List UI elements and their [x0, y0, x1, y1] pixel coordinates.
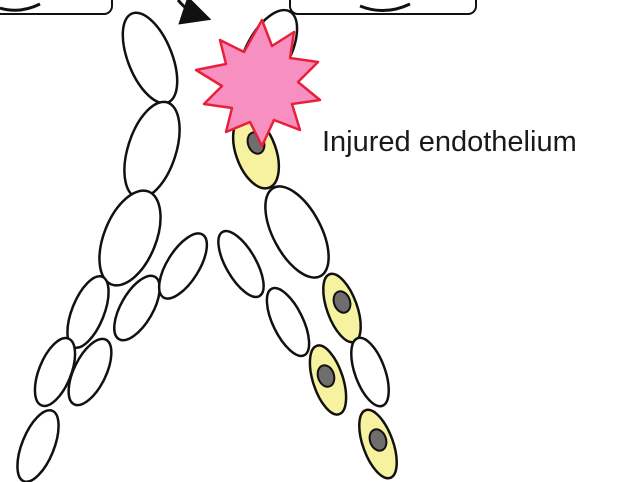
injured-endothelium-label: Injured endothelium — [322, 126, 577, 159]
endothelial-cell — [258, 282, 317, 362]
endothelial-cell — [150, 226, 216, 306]
endothelial-cell — [210, 224, 273, 303]
top-left-box — [0, 0, 112, 14]
arrow-down-icon — [178, 0, 200, 16]
injury-burst-icon — [196, 20, 320, 146]
endothelial-cell — [112, 5, 189, 110]
endothelial-cell — [344, 333, 397, 411]
top-right-box — [290, 0, 476, 14]
endothelial-cell — [252, 177, 341, 288]
endothelial-cell — [9, 405, 67, 482]
endothelial-cell — [114, 95, 191, 205]
left-vessel-wall — [9, 5, 216, 482]
